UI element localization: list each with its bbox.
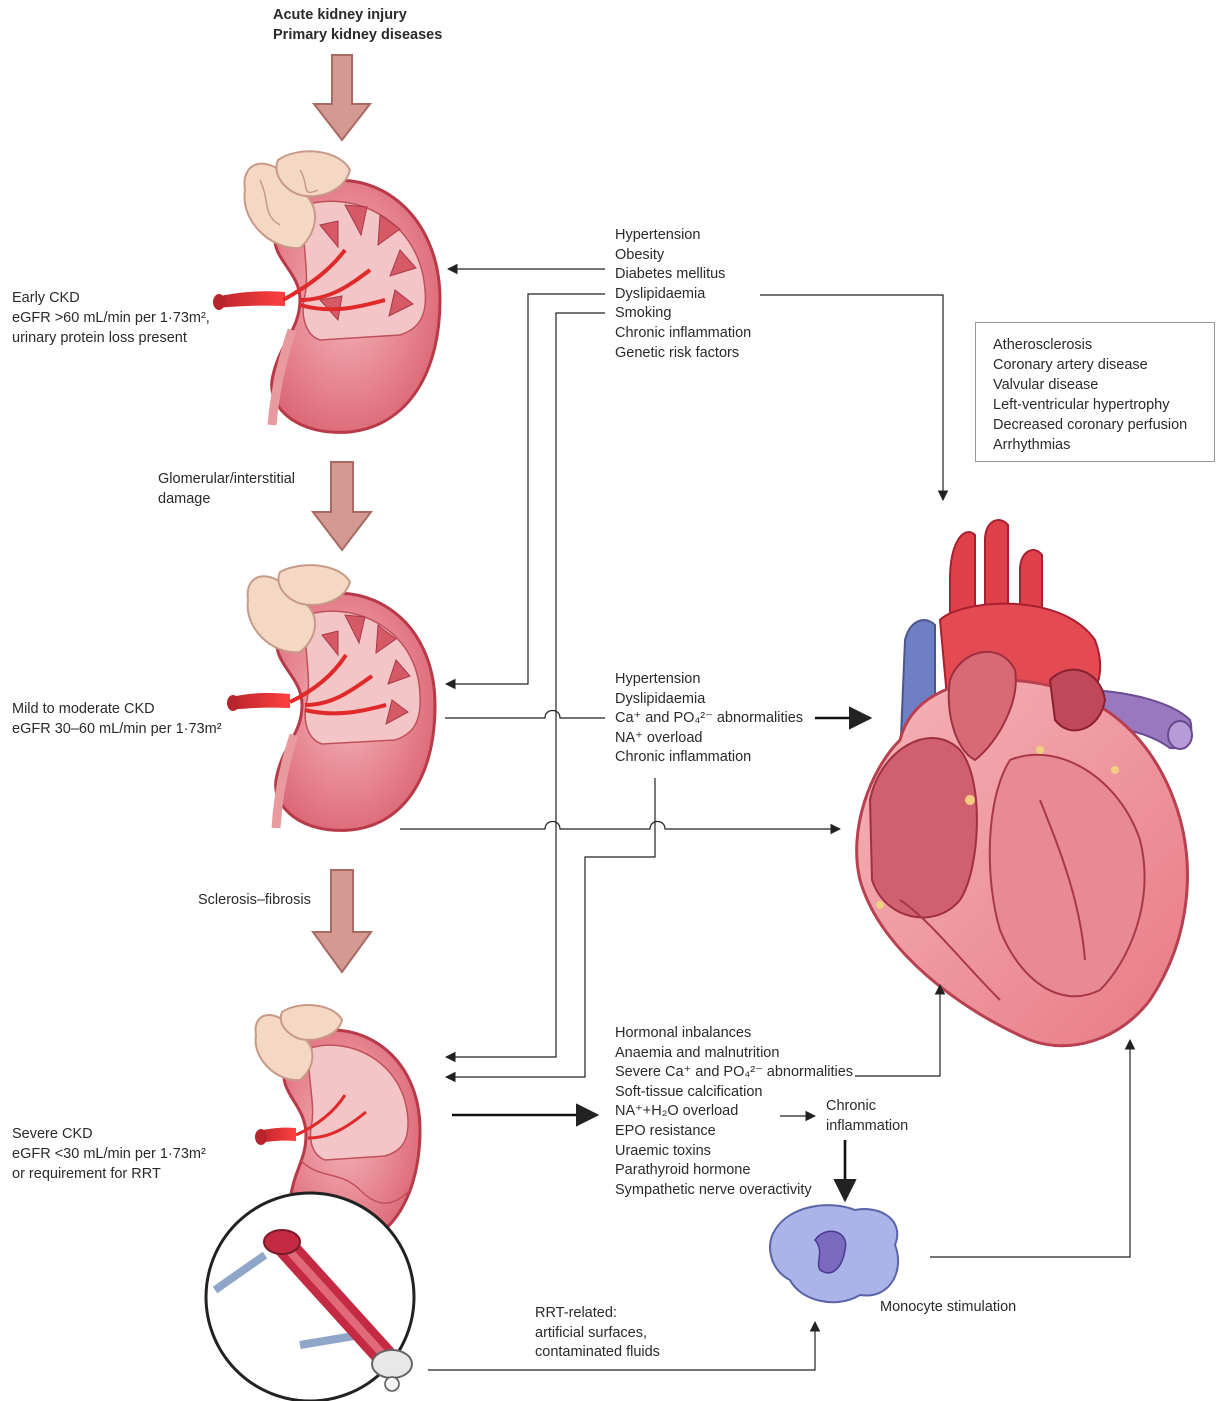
factor-item: Chronic inflammation [615, 748, 803, 768]
factor-item: Anaemia and malnutrition [615, 1044, 853, 1064]
dialyzer-illustration [206, 1193, 414, 1401]
rrt-text: contaminated fluids [535, 1343, 660, 1363]
stage-criteria: or requirement for RRT [12, 1164, 206, 1184]
risk-factors-list: Hypertension Obesity Diabetes mellitus D… [615, 226, 751, 363]
rrt-text: RRT-related: [535, 1304, 660, 1324]
stage-criteria: eGFR 30–60 mL/min per 1·73m² [12, 719, 222, 739]
rrt-text: artificial surfaces, [535, 1324, 660, 1344]
cause-item: Primary kidney diseases [273, 25, 442, 45]
outcome-item: Coronary artery disease [993, 355, 1214, 375]
sclerosis-label: Sclerosis–fibrosis [198, 890, 311, 910]
inflammation-text: inflammation [826, 1117, 908, 1137]
cause-item: Acute kidney injury [273, 5, 442, 25]
factor-item: Sympathetic nerve overactivity [615, 1181, 853, 1201]
outcome-item: Decreased coronary perfusion [993, 415, 1214, 435]
stage-criteria: urinary protein loss present [12, 328, 210, 348]
mild-ckd-label: Mild to moderate CKD eGFR 30–60 mL/min p… [12, 699, 222, 739]
damage-label: Glomerular/interstitial damage [158, 469, 295, 509]
risk-factor-item: Diabetes mellitus [615, 265, 751, 285]
factor-item: Dyslipidaemia [615, 690, 803, 710]
risk-factor-item: Chronic inflammation [615, 324, 751, 344]
risk-factor-item: Hypertension [615, 226, 751, 246]
factor-item: EPO resistance [615, 1122, 853, 1142]
factor-item: Severe Ca⁺ and PO₄²⁻ abnormalities [615, 1063, 853, 1083]
factor-item: NA⁺+H₂O overload [615, 1102, 853, 1122]
stage-title: Severe CKD [12, 1124, 206, 1144]
stage-title: Mild to moderate CKD [12, 699, 222, 719]
risk-factor-item: Obesity [615, 246, 751, 266]
moderate-factors-list: Hypertension Dyslipidaemia Ca⁺ and PO₄²⁻… [615, 670, 803, 768]
risk-factor-item: Genetic risk factors [615, 344, 751, 364]
factor-item: Hormonal inbalances [615, 1024, 853, 1044]
transition-text: Glomerular/interstitial [158, 469, 295, 489]
factor-item: Ca⁺ and PO₄²⁻ abnormalities [615, 709, 803, 729]
monocyte-label: Monocyte stimulation [880, 1297, 1016, 1317]
kidney-early-illustration [213, 151, 440, 432]
monocyte-illustration [770, 1205, 898, 1302]
progression-arrow-2 [313, 462, 371, 550]
severe-ckd-label: Severe CKD eGFR <30 mL/min per 1·73m² or… [12, 1124, 206, 1184]
transition-text: damage [158, 489, 295, 509]
progression-arrow-1 [314, 55, 370, 140]
risk-factor-item: Smoking [615, 304, 751, 324]
stage-title: Early CKD [12, 288, 210, 308]
heart-illustration [857, 520, 1192, 1046]
early-ckd-label: Early CKD eGFR >60 mL/min per 1·73m², ur… [12, 288, 210, 348]
rrt-related-label: RRT-related: artificial surfaces, contam… [535, 1304, 660, 1363]
severe-factors-list: Hormonal inbalances Anaemia and malnutri… [615, 1024, 853, 1200]
factor-item: NA⁺ overload [615, 729, 803, 749]
factor-item: Uraemic toxins [615, 1142, 853, 1162]
outcome-item: Atherosclerosis [993, 335, 1214, 355]
primary-causes-label: Acute kidney injury Primary kidney disea… [273, 5, 442, 45]
outcome-item: Left-ventricular hypertrophy [993, 395, 1214, 415]
outcome-item: Valvular disease [993, 375, 1214, 395]
outcome-item: Arrhythmias [993, 435, 1214, 455]
inflammation-text: Chronic [826, 1097, 908, 1117]
progression-arrow-3 [313, 870, 371, 972]
cardiac-outcomes-box: Atherosclerosis Coronary artery disease … [975, 322, 1215, 462]
kidney-mild-illustration [227, 565, 435, 830]
chronic-inflammation-label: Chronic inflammation [826, 1097, 908, 1136]
factor-item: Hypertension [615, 670, 803, 690]
factor-item: Parathyroid hormone [615, 1161, 853, 1181]
stage-criteria: eGFR >60 mL/min per 1·73m², [12, 308, 210, 328]
stage-criteria: eGFR <30 mL/min per 1·73m² [12, 1144, 206, 1164]
factor-item: Soft-tissue calcification [615, 1083, 853, 1103]
risk-factor-item: Dyslipidaemia [615, 285, 751, 305]
